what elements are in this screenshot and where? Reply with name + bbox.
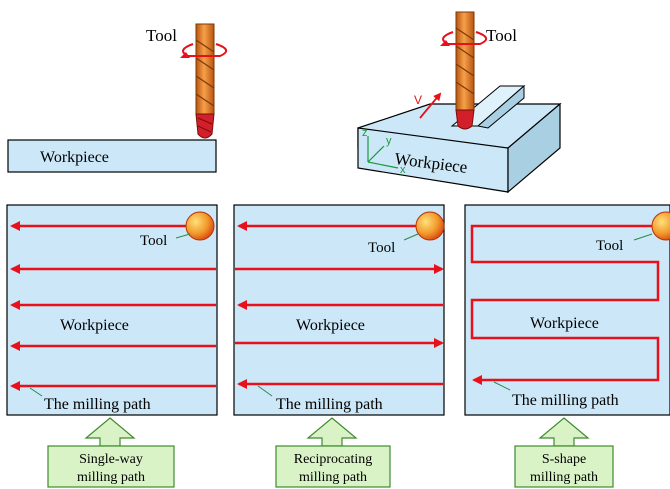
rotation-arrow-icon bbox=[182, 43, 227, 57]
up-arrow-icon bbox=[306, 417, 358, 447]
end-mill-tool-3d bbox=[455, 11, 475, 130]
panel-reciprocating: Tool Workpiece The milling path bbox=[233, 204, 445, 416]
caption-s-shape: S-shape milling path bbox=[514, 417, 614, 488]
tool-ball-icon bbox=[185, 211, 215, 241]
tool-label: Tool bbox=[140, 233, 167, 249]
tool-label: Tool bbox=[146, 26, 177, 45]
caption-single-way: Single-way milling path bbox=[47, 417, 175, 488]
tool-label-3d: Tool bbox=[486, 26, 517, 45]
coordinate-axes bbox=[367, 136, 399, 169]
top-left-illustration: Workpiece Tool bbox=[7, 23, 227, 173]
tool-label: Tool bbox=[596, 238, 623, 254]
axis-z-label: z bbox=[362, 127, 368, 139]
milling-path-label: The milling path bbox=[44, 396, 151, 413]
workpiece-block-2d bbox=[7, 139, 217, 173]
workpiece-panel bbox=[464, 204, 670, 416]
rotation-arrow-icon-3d bbox=[442, 31, 487, 45]
panel-single-way: Tool Workpiece The milling path bbox=[6, 204, 218, 416]
velocity-arrow-icon bbox=[419, 92, 442, 119]
axis-x-label: x bbox=[400, 164, 406, 176]
top-right-illustration: Workpiece z y x V Tool bbox=[357, 11, 562, 194]
workpiece-panel bbox=[233, 204, 445, 416]
tool-ball-icon bbox=[651, 211, 670, 241]
caption-line1: S-shape bbox=[542, 452, 586, 467]
milling-path-label: The milling path bbox=[276, 396, 383, 413]
workpiece-label: Workpiece bbox=[296, 317, 365, 334]
tool-ball-icon bbox=[415, 211, 445, 241]
up-arrow-icon bbox=[84, 417, 136, 447]
axis-y-label: y bbox=[386, 135, 392, 147]
velocity-label: V bbox=[414, 93, 422, 107]
caption-reciprocating: Reciprocating milling path bbox=[275, 417, 391, 488]
caption-line1: Reciprocating bbox=[294, 452, 373, 467]
workpiece-label: Workpiece bbox=[60, 317, 129, 334]
milling-path-label: The milling path bbox=[512, 392, 619, 409]
tool-label: Tool bbox=[368, 240, 395, 256]
caption-line2: milling path bbox=[77, 470, 145, 485]
workpiece-panel bbox=[6, 204, 218, 416]
caption-line1: Single-way bbox=[79, 452, 143, 467]
caption-line2: milling path bbox=[530, 470, 598, 485]
workpiece-label: Workpiece bbox=[40, 149, 109, 166]
workpiece-right-face bbox=[507, 102, 561, 194]
panel-s-shape: Tool Workpiece The milling path bbox=[464, 204, 670, 416]
up-arrow-icon bbox=[538, 417, 590, 447]
end-mill-tool bbox=[195, 23, 215, 139]
workpiece-label: Workpiece bbox=[530, 315, 599, 332]
caption-line2: milling path bbox=[299, 470, 367, 485]
